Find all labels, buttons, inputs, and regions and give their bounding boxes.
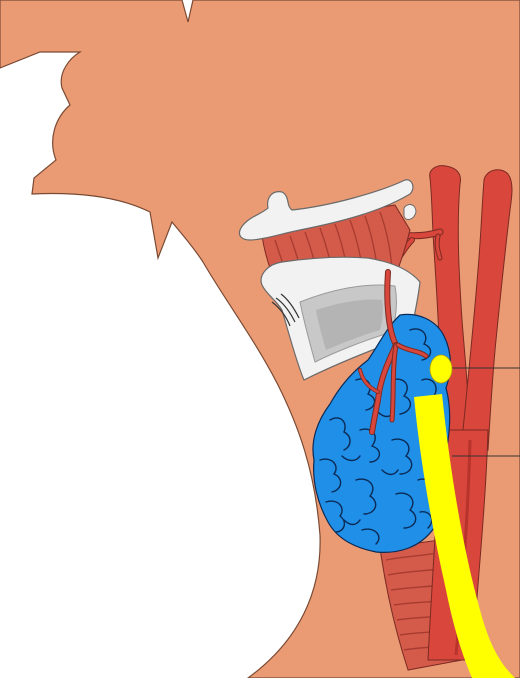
parathyroid-gland-highlight: [430, 355, 452, 383]
